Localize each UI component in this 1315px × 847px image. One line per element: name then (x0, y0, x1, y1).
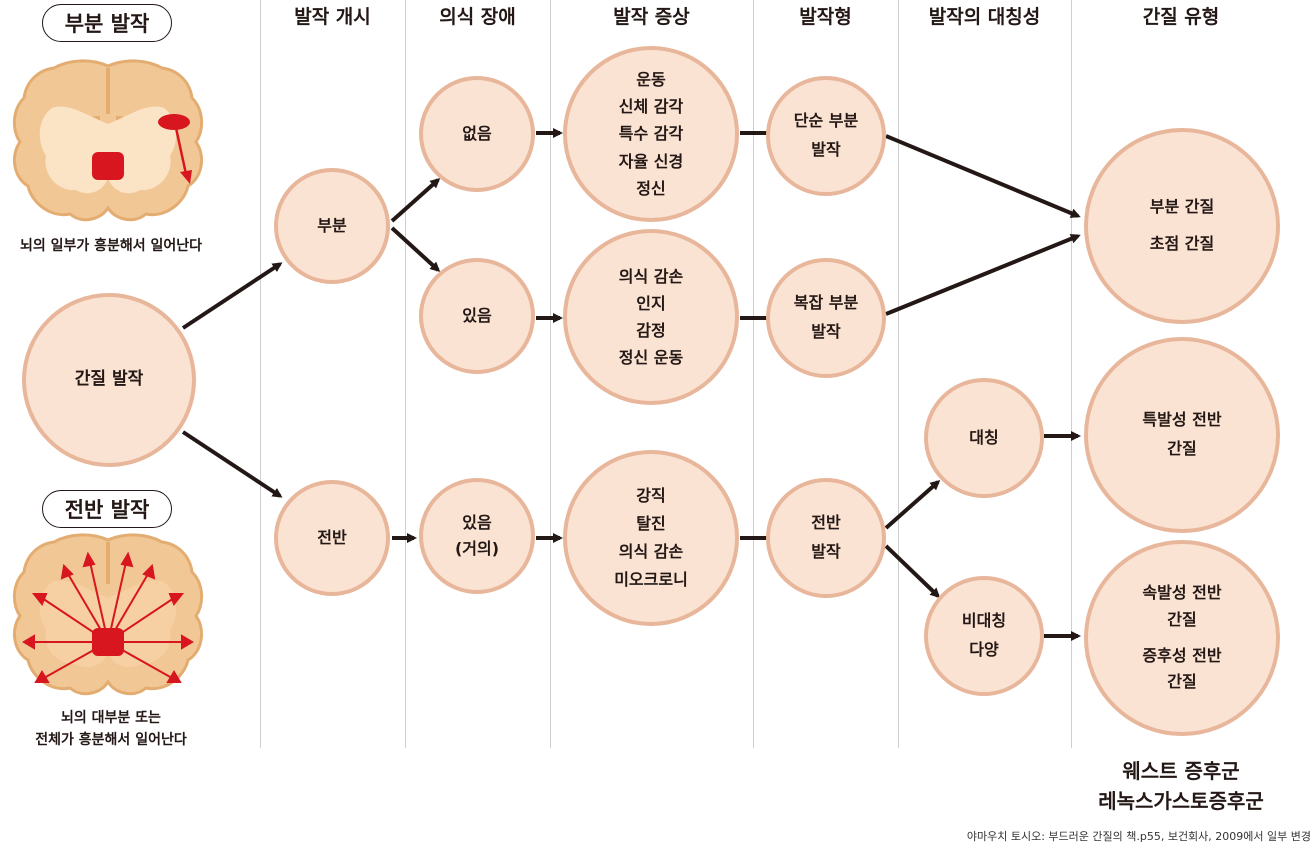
node-label: 간질 (1167, 439, 1197, 458)
symptom-item: 자율 신경 (618, 151, 684, 171)
node-idiopathic-generalized: 특발성 전반 간질 (1084, 337, 1280, 533)
symptom-item: 정신 운동 (618, 348, 684, 368)
node-partial-epilepsy: 부분 간질 초점 간질 (1084, 128, 1280, 324)
symptom-item: 의식 감손 (618, 266, 684, 286)
node-label: 있음 (462, 306, 492, 326)
column-divider (1071, 0, 1072, 748)
column-divider (405, 0, 406, 748)
symptom-item: 감정 (636, 321, 666, 340)
node-label: 간질 (1167, 609, 1197, 629)
node-onset-partial: 부분 (274, 168, 390, 284)
node-generalized-seizure: 전반 발작 (766, 478, 886, 598)
node-label: 발작 (811, 322, 841, 341)
header-symptoms: 발작 증상 (613, 6, 690, 28)
node-symptoms-simple: 운동 신체 감각 특수 감각 자율 신경 정신 (563, 46, 739, 222)
node-label: 복잡 부분 (793, 293, 859, 313)
node-asymmetric: 비대칭 다양 (924, 576, 1044, 696)
column-divider (898, 0, 899, 748)
node-onset-generalized: 전반 (274, 480, 390, 596)
symptom-item: 신체 감각 (618, 97, 684, 117)
node-consciousness-yes: 있음 (419, 258, 535, 374)
source-citation: 야마우치 토시오: 부드러운 간질의 책.p55, 보건회사, 2009에서 일… (966, 830, 1311, 843)
node-label: 다양 (969, 640, 999, 659)
header-consciousness: 의식 장애 (439, 6, 516, 28)
node-label: 발작 (811, 140, 841, 159)
node-label: 없음 (462, 124, 492, 144)
partial-seizure-pill: 부분 발작 (42, 4, 172, 42)
syndrome-west: 웨스트 증후군 (1122, 759, 1240, 783)
header-onset: 발작 개시 (294, 6, 371, 28)
symptom-item: 의식 감손 (618, 542, 684, 561)
node-label: 대칭 (969, 428, 999, 448)
partial-brain-illustration (12, 59, 204, 222)
node-label: 있음 (462, 513, 492, 533)
node-consciousness-almost: 있음 (거의) (419, 478, 535, 594)
column-divider (550, 0, 551, 748)
node-label: 특발성 전반 (1142, 410, 1222, 430)
node-label: 속발성 전반 (1142, 583, 1222, 603)
symptom-item: 정신 (636, 178, 666, 198)
node-label: 전반 (317, 528, 347, 548)
node-label: 간질 발작 (74, 369, 144, 390)
header-symmetry: 발작의 대칭성 (928, 6, 1041, 28)
node-epileptic-seizure: 간질 발작 (22, 293, 196, 467)
syndrome-list: 웨스트 증후군 레녹스가스토증후군 (1071, 756, 1291, 816)
node-label: 전반 (811, 513, 841, 533)
node-label: 단순 부분 (793, 111, 859, 131)
generalized-caption: 뇌의 대부분 또는 전체가 흥분해서 일어난다 (0, 708, 222, 751)
node-label: 부분 간질 (1149, 197, 1215, 217)
generalized-seizure-pill: 전반 발작 (42, 490, 172, 528)
symptom-item: 미오크로니 (614, 570, 688, 589)
column-divider (753, 0, 754, 748)
symptom-item: 운동 (636, 70, 666, 90)
node-label: 초점 간질 (1149, 234, 1215, 253)
node-label: 발작 (811, 542, 841, 561)
node-complex-partial: 복잡 부분 발작 (766, 258, 886, 378)
generalized-caption-line1: 뇌의 대부분 또는 (61, 710, 161, 726)
header-seizure-type: 발작형 (799, 6, 852, 28)
node-label: 증후성 전반 (1142, 646, 1222, 665)
node-label: 부분 (317, 216, 347, 236)
node-label: (거의) (454, 539, 500, 558)
symptom-item: 인지 (636, 293, 666, 313)
node-label: 간질 (1167, 672, 1197, 692)
node-secondary-generalized: 속발성 전반 간질 증후성 전반 간질 (1084, 540, 1280, 736)
node-label: 비대칭 (961, 611, 1007, 631)
node-symptoms-generalized: 강직 탈진 의식 감손 미오크로니 (563, 450, 739, 626)
generalized-brain-illustration (12, 533, 204, 696)
column-divider (260, 0, 261, 748)
header-epilepsy-type: 간질 유형 (1142, 6, 1220, 28)
symptom-item: 특수 감각 (618, 124, 684, 144)
symptom-item: 강직 (636, 486, 666, 505)
generalized-caption-line2: 전체가 흥분해서 일어난다 (35, 731, 187, 748)
symptom-item: 탈진 (636, 514, 666, 533)
syndrome-lennox-gastaut: 레녹스가스토증후군 (1098, 789, 1264, 813)
node-consciousness-none: 없음 (419, 76, 535, 192)
partial-caption: 뇌의 일부가 흥분해서 일어난다 (19, 238, 203, 254)
node-symptoms-complex: 의식 감손 인지 감정 정신 운동 (563, 229, 739, 405)
node-simple-partial: 단순 부분 발작 (766, 76, 886, 196)
node-symmetric: 대칭 (924, 378, 1044, 498)
